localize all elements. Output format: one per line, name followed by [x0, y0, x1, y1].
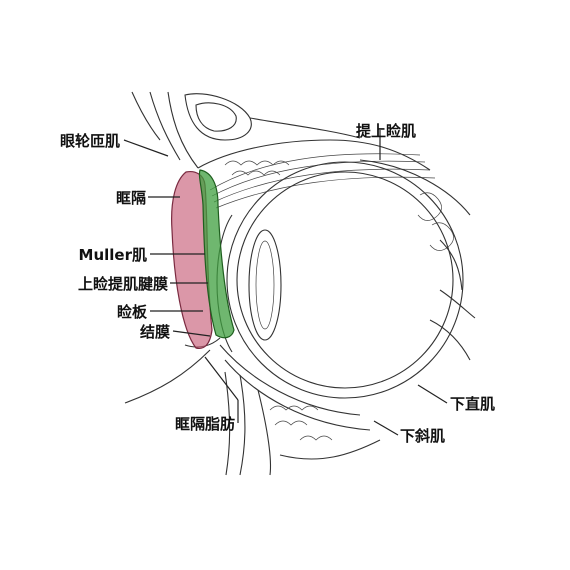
label-septum: 眶隔: [116, 189, 146, 207]
label-inferior-oblique: 下斜肌: [400, 427, 445, 445]
leader-lines: [123, 130, 448, 436]
label-levator: 提上睑肌: [356, 122, 416, 140]
label-muller: Muller肌: [79, 246, 147, 264]
label-levator-aponeurosis: 上睑提肌腱膜: [78, 275, 168, 293]
label-orbicularis: 眼轮匝肌: [60, 132, 120, 150]
anatomy-artwork: [124, 91, 476, 476]
label-orbital-fat: 眶隔脂肪: [175, 415, 235, 433]
label-conjunctiva: 结膜: [140, 323, 170, 341]
label-inferior-rectus: 下直肌: [450, 395, 495, 413]
label-tarsus: 睑板: [117, 303, 148, 321]
muller-highlight: [198, 169, 235, 339]
